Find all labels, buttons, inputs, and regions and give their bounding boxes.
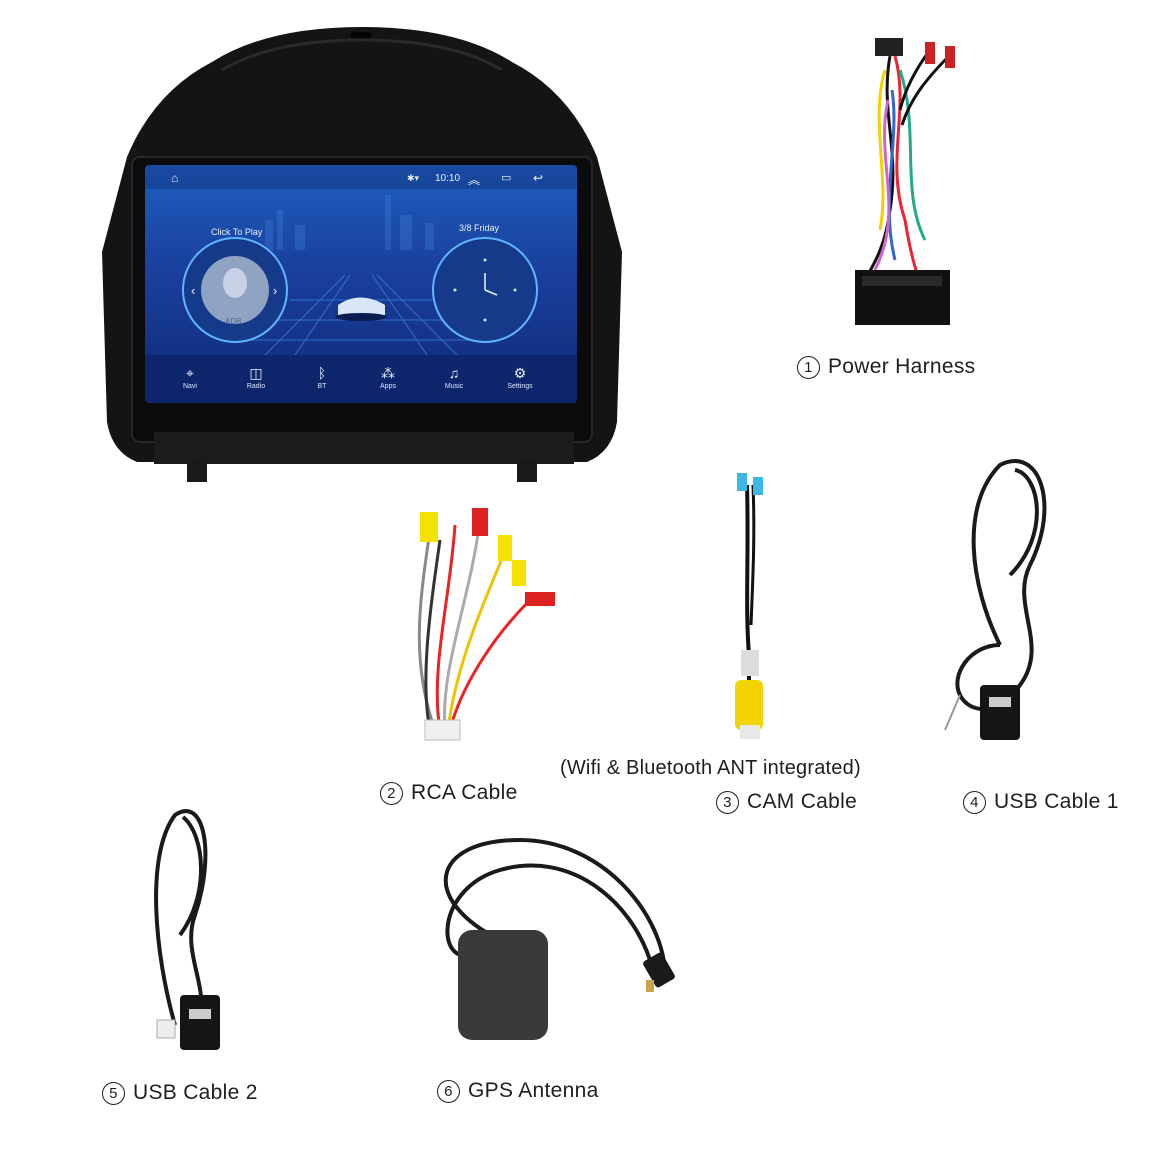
bluetooth-icon: ᛒ xyxy=(317,365,327,381)
dock-settings[interactable]: ⚙Settings xyxy=(507,365,533,390)
bluetooth-status-icon: ✱▾ xyxy=(407,173,420,183)
dock-music[interactable]: ♫Music xyxy=(444,365,464,390)
rca-cable-image xyxy=(417,508,555,741)
home-icon[interactable]: ⌂ xyxy=(171,171,179,185)
cam-cable-note: (Wifi & Bluetooth ANT integrated) xyxy=(560,757,861,779)
next-track-icon[interactable]: › xyxy=(273,283,278,298)
gear-icon: ⚙ xyxy=(513,365,527,381)
usb-cable-2-image xyxy=(154,809,220,1050)
head-unit-screen: ⌂ ✱▾ 10:10 ︽ ▭ ↩ Click To Play 3/8 Frida… xyxy=(145,165,577,403)
radio-icon: ◫ xyxy=(249,365,263,381)
back-icon[interactable]: ↩ xyxy=(533,171,544,185)
date-label: 3/8 Friday xyxy=(459,223,500,233)
apps-grid-icon: ⁂ xyxy=(381,365,395,381)
power-harness-image xyxy=(855,38,955,325)
gps-antenna-image xyxy=(443,837,675,1040)
recent-apps-icon[interactable]: ▭ xyxy=(501,172,512,184)
click-to-play-label[interactable]: Click To Play xyxy=(211,227,263,237)
dock-apps[interactable]: ⁂Apps xyxy=(380,365,396,390)
screen-background xyxy=(145,165,577,403)
usb-cable-1-image xyxy=(944,459,1047,740)
status-time: 10:10 xyxy=(435,173,461,184)
prev-track-icon[interactable]: ‹ xyxy=(191,283,196,298)
dock-radio[interactable]: ◫Radio xyxy=(246,365,266,390)
dock-navi[interactable]: ⌖Navi xyxy=(182,365,197,390)
album-text: ADB xyxy=(225,317,242,326)
chevron-up-icon[interactable]: ︽ xyxy=(468,173,481,187)
location-pin-icon: ⌖ xyxy=(186,365,194,381)
music-note-icon: ♫ xyxy=(448,365,460,381)
cam-cable-image xyxy=(735,473,763,739)
